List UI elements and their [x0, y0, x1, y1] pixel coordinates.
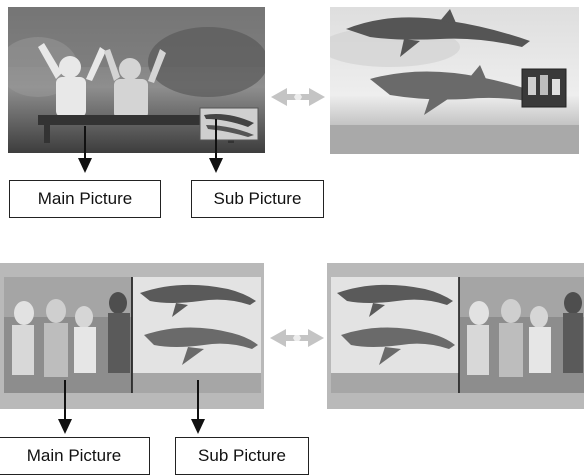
top-left-screen: [8, 7, 265, 153]
bottom-right-sub-picture: [460, 277, 584, 393]
down-arrow-icon: [57, 380, 73, 435]
bottom-right-screen: [327, 263, 584, 409]
bottom-left-screen: [0, 263, 264, 409]
person-left: [38, 43, 106, 117]
bottom-left-sub-picture: [133, 277, 261, 393]
top-sub-picture-label: Sub Picture: [191, 180, 324, 218]
top-left-sub-inset: [199, 107, 259, 141]
down-arrow-icon: [190, 380, 206, 435]
top-right-screen: [330, 7, 579, 154]
bottom-sub-picture-label: Sub Picture: [175, 437, 309, 475]
down-arrow-icon: [77, 126, 93, 174]
person-right: [104, 49, 166, 119]
bottom-main-picture-label: Main Picture: [0, 437, 150, 475]
swap-arrow-icon: [270, 327, 324, 349]
top-right-sub-inset: [521, 68, 567, 108]
bottom-left-main-picture: [4, 277, 132, 393]
dolphin-upper: [346, 9, 530, 57]
bottom-right-main-picture: [331, 277, 459, 393]
down-arrow-icon: [208, 119, 224, 174]
swap-arrow-icon: [271, 86, 325, 108]
dolphin-lower: [370, 65, 554, 115]
top-main-picture-label: Main Picture: [9, 180, 161, 218]
